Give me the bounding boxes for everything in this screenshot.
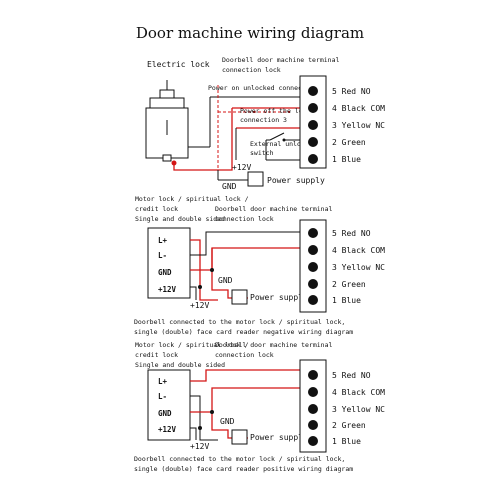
terminal-4-label: 4 Black COM [332,246,385,255]
gnd-label: GND [220,417,235,426]
terminal-caption-line2: connection lock [215,351,274,359]
power-supply-label: Power supply [250,433,308,442]
terminal-3 [308,120,318,130]
plus12v-label: +12V [232,163,251,172]
terminal-4 [308,245,318,255]
caption-line2: single (double) face card reader negativ… [134,328,353,336]
terminal-4 [308,387,318,397]
electric-lock-label: Electric lock [147,60,210,69]
caption-line1: Doorbell connected to the motor lock / s… [134,455,345,463]
note-power-off-line1: Power off the lock [240,107,311,115]
terminal-5 [308,228,318,238]
electric-lock-icon [145,80,189,162]
note-power-on: Power on unlocked connection 5 [208,84,325,92]
motor-lock-box [147,369,191,441]
terminal-5 [308,370,318,380]
pin-lminus: L- [158,251,167,260]
section-motor-lock-positive: Motor lock / spiritual lock / credit loc… [134,341,385,473]
gnd-label: GND [218,276,233,285]
terminal-4 [308,103,318,113]
pin-12v: +12V [158,285,177,294]
terminal-3-label: 3 Yellow NC [332,121,385,130]
pin-lminus: L- [158,392,167,401]
terminal-2-label: 2 Green [332,421,366,430]
terminal-caption-line1: Doorbell door machine terminal [222,56,339,64]
motor-lock-line2: credit lock [135,205,178,213]
page-title: Door machine wiring diagram [136,24,364,42]
motor-lock-line3: Single and double sided [135,215,225,223]
terminal-1 [308,154,318,164]
terminal-3-label: 3 Yellow NC [332,263,385,272]
terminal-1 [308,436,318,446]
power-supply-box [247,171,264,187]
terminal-1-label: 1 Blue [332,296,361,305]
section-motor-lock-negative: Motor lock / spiritual lock / credit loc… [134,195,385,336]
terminal-5-label: 5 Red NO [332,87,371,96]
pin-lplus: L+ [158,236,168,245]
terminal-5-label: 5 Red NO [332,371,371,380]
terminal-3 [308,404,318,414]
gnd-label: GND [222,182,237,191]
terminal-caption-line2: connection lock [215,215,274,223]
plus12v-label: +12V [190,442,209,451]
power-supply-label: Power supply [250,293,308,302]
power-supply-box [231,429,248,445]
section-electric-lock: Electric lock Doorbell door machine term… [145,56,385,191]
terminal-2-label: 2 Green [332,138,366,147]
note-power-off-line2: connection 3 [240,116,287,124]
plus12v-label: +12V [190,301,209,310]
note-ext-unlock-line2: switch [250,149,274,157]
motor-lock-line2: credit lock [135,351,178,359]
terminal-2 [308,420,318,430]
power-supply-box [231,289,248,305]
terminal-1 [308,295,318,305]
terminal-1-label: 1 Blue [332,437,361,446]
terminal-2 [308,137,318,147]
terminal-3 [308,262,318,272]
caption-line1: Doorbell connected to the motor lock / s… [134,318,345,326]
motor-lock-box [147,227,191,299]
terminal-2 [308,279,318,289]
motor-lock-line1: Motor lock / spiritual lock / [135,341,249,349]
motor-lock-line1: Motor lock / spiritual lock / [135,195,249,203]
terminal-2-label: 2 Green [332,280,366,289]
note-ext-unlock-line1: External unlock [250,140,309,148]
caption-line2: single (double) face card reader positiv… [134,465,353,473]
terminal-caption-line1: Doorbell door machine terminal [215,341,332,349]
terminal-caption-line2: connection lock [222,66,281,74]
terminal-3-label: 3 Yellow NC [332,405,385,414]
pin-gnd: GND [158,268,172,277]
terminal-4-label: 4 Black COM [332,388,385,397]
terminal-caption-line1: Doorbell door machine terminal [215,205,332,213]
pin-gnd: GND [158,409,172,418]
terminal-4-label: 4 Black COM [332,104,385,113]
motor-lock-line3: Single and double sided [135,361,225,369]
terminal-1-label: 1 Blue [332,155,361,164]
pin-lplus: L+ [158,377,168,386]
power-supply-label: Power supply [267,176,325,185]
terminal-5 [308,86,318,96]
terminal-5-label: 5 Red NO [332,229,371,238]
pin-12v: +12V [158,425,177,434]
